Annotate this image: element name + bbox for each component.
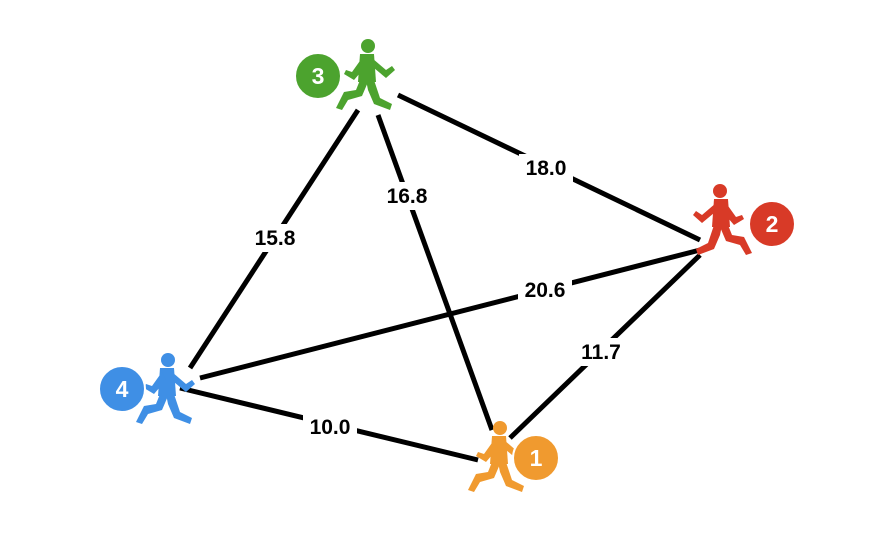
edge-label-4-1: 10.0 bbox=[303, 413, 357, 441]
edge-label-4-2: 20.6 bbox=[518, 276, 572, 304]
node-2: 2 bbox=[693, 184, 796, 255]
node-3: 3 bbox=[294, 39, 395, 110]
edge-label-4-3: 15.8 bbox=[248, 224, 302, 252]
edge-label-3-2-text: 18.0 bbox=[526, 157, 567, 180]
node-1-label: 1 bbox=[530, 445, 543, 471]
node-4-badge bbox=[98, 365, 146, 413]
node-3-label: 3 bbox=[312, 63, 325, 89]
edge-label-4-2-text: 20.6 bbox=[525, 279, 566, 302]
runner-icon-3 bbox=[336, 39, 395, 110]
edge-label-2-1-text: 11.7 bbox=[581, 341, 621, 364]
edge-label-3-1: 16.8 bbox=[380, 182, 434, 210]
node-2-label: 2 bbox=[766, 211, 779, 237]
runner-icon-2 bbox=[693, 184, 752, 255]
node-4-label: 4 bbox=[116, 376, 129, 402]
edge-label-2-1: 11.7 bbox=[574, 338, 628, 366]
node-2-badge bbox=[748, 200, 796, 248]
edge-line-3-1 bbox=[375, 114, 495, 431]
edge-label-4-3-text: 15.8 bbox=[255, 227, 296, 250]
edge-label-3-2: 18.0 bbox=[519, 154, 573, 182]
edge-line-4-2 bbox=[199, 247, 701, 381]
node-1: 1 bbox=[468, 421, 560, 492]
edge-label-4-1-text: 10.0 bbox=[310, 416, 351, 439]
edge-label-3-1-text: 16.8 bbox=[387, 185, 428, 208]
node-3-badge bbox=[294, 52, 342, 100]
node-4: 4 bbox=[98, 353, 195, 424]
node-1-badge bbox=[512, 434, 560, 482]
